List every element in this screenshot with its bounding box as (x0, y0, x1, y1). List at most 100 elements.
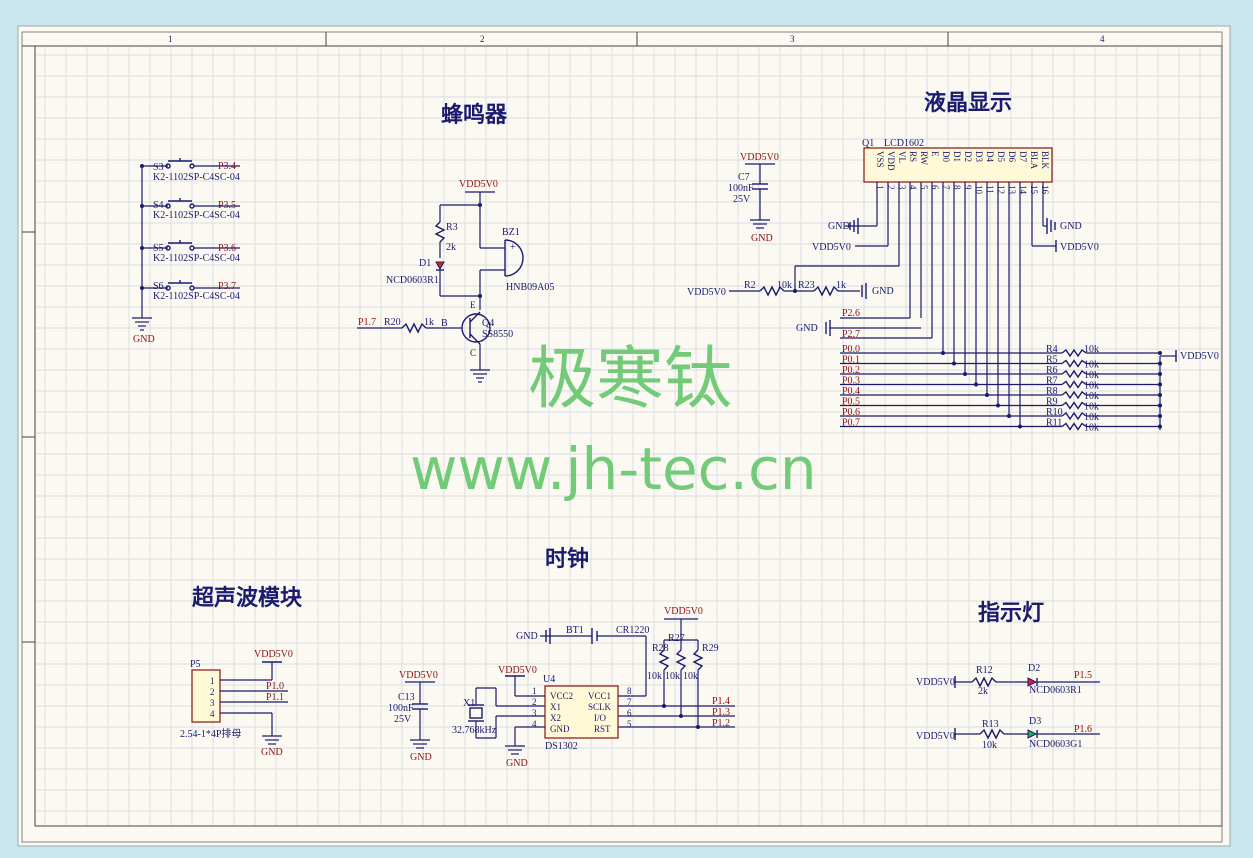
ruler-col-2: 2 (480, 34, 485, 44)
rtc-ds1302-body (544, 685, 619, 739)
lcd-pin-name: VDD (886, 151, 896, 171)
r2-ref: R2 (744, 280, 756, 291)
bz1-plus: + (510, 242, 516, 253)
lcd-pin-name: D1 (952, 151, 962, 162)
vdd-label: VDD5V0 (1180, 351, 1219, 362)
lcd-data-net: P0.0 (842, 344, 860, 355)
led-d1-icon (435, 261, 445, 271)
q4-part: SS8550 (482, 329, 513, 340)
pullup-value: 10k (1084, 360, 1099, 371)
pullup-value: 10k (1084, 391, 1099, 402)
pullup-ref: R9 (1046, 397, 1058, 408)
lcd-pin-number: 10 (974, 185, 984, 195)
bz1-part: HNB09A05 (506, 282, 554, 293)
sheet-grid (36, 47, 1222, 826)
lcd-pin-number: 14 (1018, 185, 1028, 195)
vdd-label: VDD5V0 (459, 179, 498, 190)
lcd-pin-number: 6 (930, 185, 940, 190)
junction-dot (140, 204, 144, 208)
lcd-ref: Q1 (862, 138, 874, 149)
r28-value: 10k (647, 671, 662, 682)
lcd-pin-number: 13 (1007, 185, 1017, 195)
p5-pin1: 1 (210, 676, 215, 686)
bz1-ref: BZ1 (502, 227, 520, 238)
buzzer-bz1-icon (504, 239, 524, 277)
button-part: K2-1102SP-C4SC-04 (153, 210, 240, 221)
lcd-data-net: P0.6 (842, 407, 860, 418)
gnd-label: GND (410, 752, 432, 763)
watermark-chinese: 极寒钛 (528, 340, 732, 419)
q4-ref: Q4 (482, 318, 494, 329)
pullup-resistor (1061, 369, 1087, 379)
c13-ref: C13 (398, 692, 415, 703)
u4-pin-num: 7 (627, 697, 632, 707)
indicator-led-red: VDD5V0 R12 2k D2 NCD0603R1 P1.5 (916, 663, 1100, 697)
u4-pin-num: 1 (532, 686, 537, 696)
r12-ref: R12 (976, 665, 993, 676)
button-part: K2-1102SP-C4SC-04 (153, 253, 240, 264)
button-net: P3.4 (218, 161, 236, 172)
button-group: S3 K2-1102SP-C4SC-04 P3.4 S4 K2-1102SP-C… (132, 158, 240, 345)
lcd-part: LCD1602 (884, 138, 924, 149)
vdd-label: VDD5V0 (687, 287, 726, 298)
c7-voltage: 25V (733, 194, 751, 205)
bt1-ref: BT1 (566, 625, 584, 636)
button-net: P3.5 (218, 200, 236, 211)
section-title-clock: 时钟 (545, 546, 589, 572)
p15-net: P1.5 (1074, 670, 1092, 681)
pullup-ref: R4 (1046, 344, 1058, 355)
pullup-value: 10k (1084, 370, 1099, 381)
d3-part: NCD0603G1 (1029, 739, 1082, 750)
p17-net: P1.7 (358, 317, 376, 328)
pullup-ref: R10 (1046, 407, 1063, 418)
c13-value: 100nF (388, 703, 414, 714)
button-s3: S3 K2-1102SP-C4SC-04 P3.4 (140, 158, 240, 183)
column-ruler: 1 2 3 4 (22, 32, 1222, 643)
lcd-pin-name: D0 (941, 151, 951, 162)
lcd-pin-name: D6 (1007, 151, 1017, 162)
pullup-ref: R7 (1046, 376, 1058, 387)
vdd-label: VDD5V0 (399, 670, 438, 681)
lcd-data-net: P0.1 (842, 355, 860, 366)
pullup-resistor (1061, 359, 1087, 368)
lcd-pin-number: 9 (963, 185, 973, 190)
d3-ref: D3 (1029, 716, 1041, 727)
button-net: P3.6 (218, 243, 236, 254)
pullup-ref: R8 (1046, 386, 1058, 397)
clock-circuit: VDD5V0 GND C13 100nF 25V X1 32.768kHz U4… (388, 606, 735, 769)
lcd-pin-name: E (930, 151, 940, 157)
button-part: K2-1102SP-C4SC-04 (153, 172, 240, 183)
button-ref: S5 (153, 243, 164, 254)
pullup-resistor (1061, 348, 1087, 358)
gnd-symbol: GND (132, 317, 155, 345)
d1-ref: D1 (419, 258, 431, 269)
u4-pin-name: VCC1 (588, 691, 611, 701)
pullup-resistor (1061, 401, 1087, 410)
ruler-col-3: 3 (790, 34, 795, 44)
pullup-value: 10k (1084, 423, 1099, 434)
gnd-label: GND (796, 323, 818, 334)
lcd-pin-number: 5 (919, 185, 929, 190)
r20-ref: R20 (384, 317, 401, 328)
u4-pin-name: RST (594, 724, 611, 734)
r28-ref: R28 (652, 643, 669, 654)
lcd-pin-number: 7 (941, 185, 951, 190)
u4-pin-num: 3 (532, 708, 537, 718)
r12-value: 2k (978, 686, 988, 697)
buzzer-circuit: VDD5V0 R3 2k D1 NCD0603R1 + BZ1 HNB09A05… (357, 179, 554, 383)
gnd-label: GND (133, 334, 155, 345)
lcd-pin-name: D7 (1018, 151, 1028, 162)
lcd-pin-name: BLK (1040, 151, 1050, 170)
gnd-label: GND (261, 747, 283, 758)
u4-part: DS1302 (545, 741, 578, 752)
lcd1602-body (863, 147, 1053, 183)
lcd-pin-number: 11 (985, 185, 995, 194)
vdd-label: VDD5V0 (740, 152, 779, 163)
watermark-url: www.jh-tec.cn (410, 435, 817, 503)
junction-dot (1158, 351, 1162, 355)
ruler-col-1: 1 (168, 34, 173, 44)
pullup-resistor (1061, 380, 1087, 389)
resistor-r28 (658, 649, 670, 671)
